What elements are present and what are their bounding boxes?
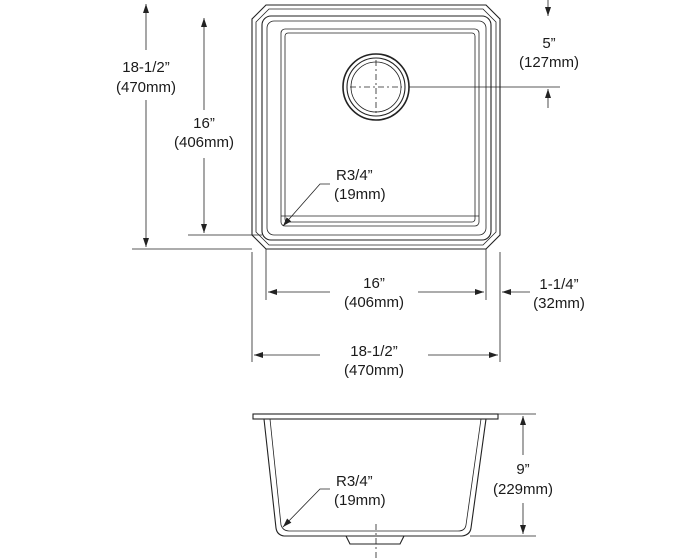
sink-flange-inner-line xyxy=(255,8,497,246)
depth-imperial: 9” xyxy=(516,461,529,478)
corner-radius-leader-top xyxy=(282,183,330,227)
corner-radius-top-imperial: R3/4” xyxy=(336,167,373,184)
corner-radius-leader-side xyxy=(282,488,330,528)
width-dimensions: 16” (406mm) 1-1/4” (32mm) 18-1/2” (470mm… xyxy=(251,249,585,379)
bowl-width-imperial: 16” xyxy=(363,275,385,292)
side-view-bowl-inner xyxy=(269,418,482,532)
corner-radius-side-imperial: R3/4” xyxy=(336,473,373,490)
overall-width-metric: (470mm) xyxy=(344,362,404,379)
bowl-height-metric: (406mm) xyxy=(174,134,234,151)
corner-radius-side-metric: (19mm) xyxy=(334,492,386,509)
drain-icon xyxy=(342,53,410,121)
drain-offset-metric: (127mm) xyxy=(519,54,579,71)
depth-metric: (229mm) xyxy=(493,481,553,498)
side-rim-metric: (32mm) xyxy=(533,295,585,312)
overall-height-metric: (470mm) xyxy=(116,79,176,96)
bowl-width-metric: (406mm) xyxy=(344,294,404,311)
bowl-height-imperial: 16” xyxy=(193,115,215,132)
side-view-flange xyxy=(252,413,499,420)
side-view-drain-icon xyxy=(345,535,405,545)
sink-bowl-floor-inner xyxy=(284,32,476,223)
sink-outer-flange xyxy=(251,4,501,250)
top-view: 5” (127mm) 18-1/2” (470mm) 16” (406mm) R… xyxy=(116,0,579,250)
sink-bowl-rim xyxy=(261,15,492,241)
drain-offset-imperial: 5” xyxy=(542,35,555,52)
overall-width-imperial: 18-1/2” xyxy=(350,343,398,360)
side-view-bowl-outer xyxy=(263,418,487,537)
side-view: 9” (229mm) R3/4” (19mm) xyxy=(252,413,553,560)
overall-height-imperial: 18-1/2” xyxy=(122,59,170,76)
sink-bowl-wall xyxy=(266,20,487,236)
side-rim-imperial: 1-1/4” xyxy=(539,276,578,293)
corner-radius-top-metric: (19mm) xyxy=(334,186,386,203)
sink-bowl-floor xyxy=(280,28,480,227)
